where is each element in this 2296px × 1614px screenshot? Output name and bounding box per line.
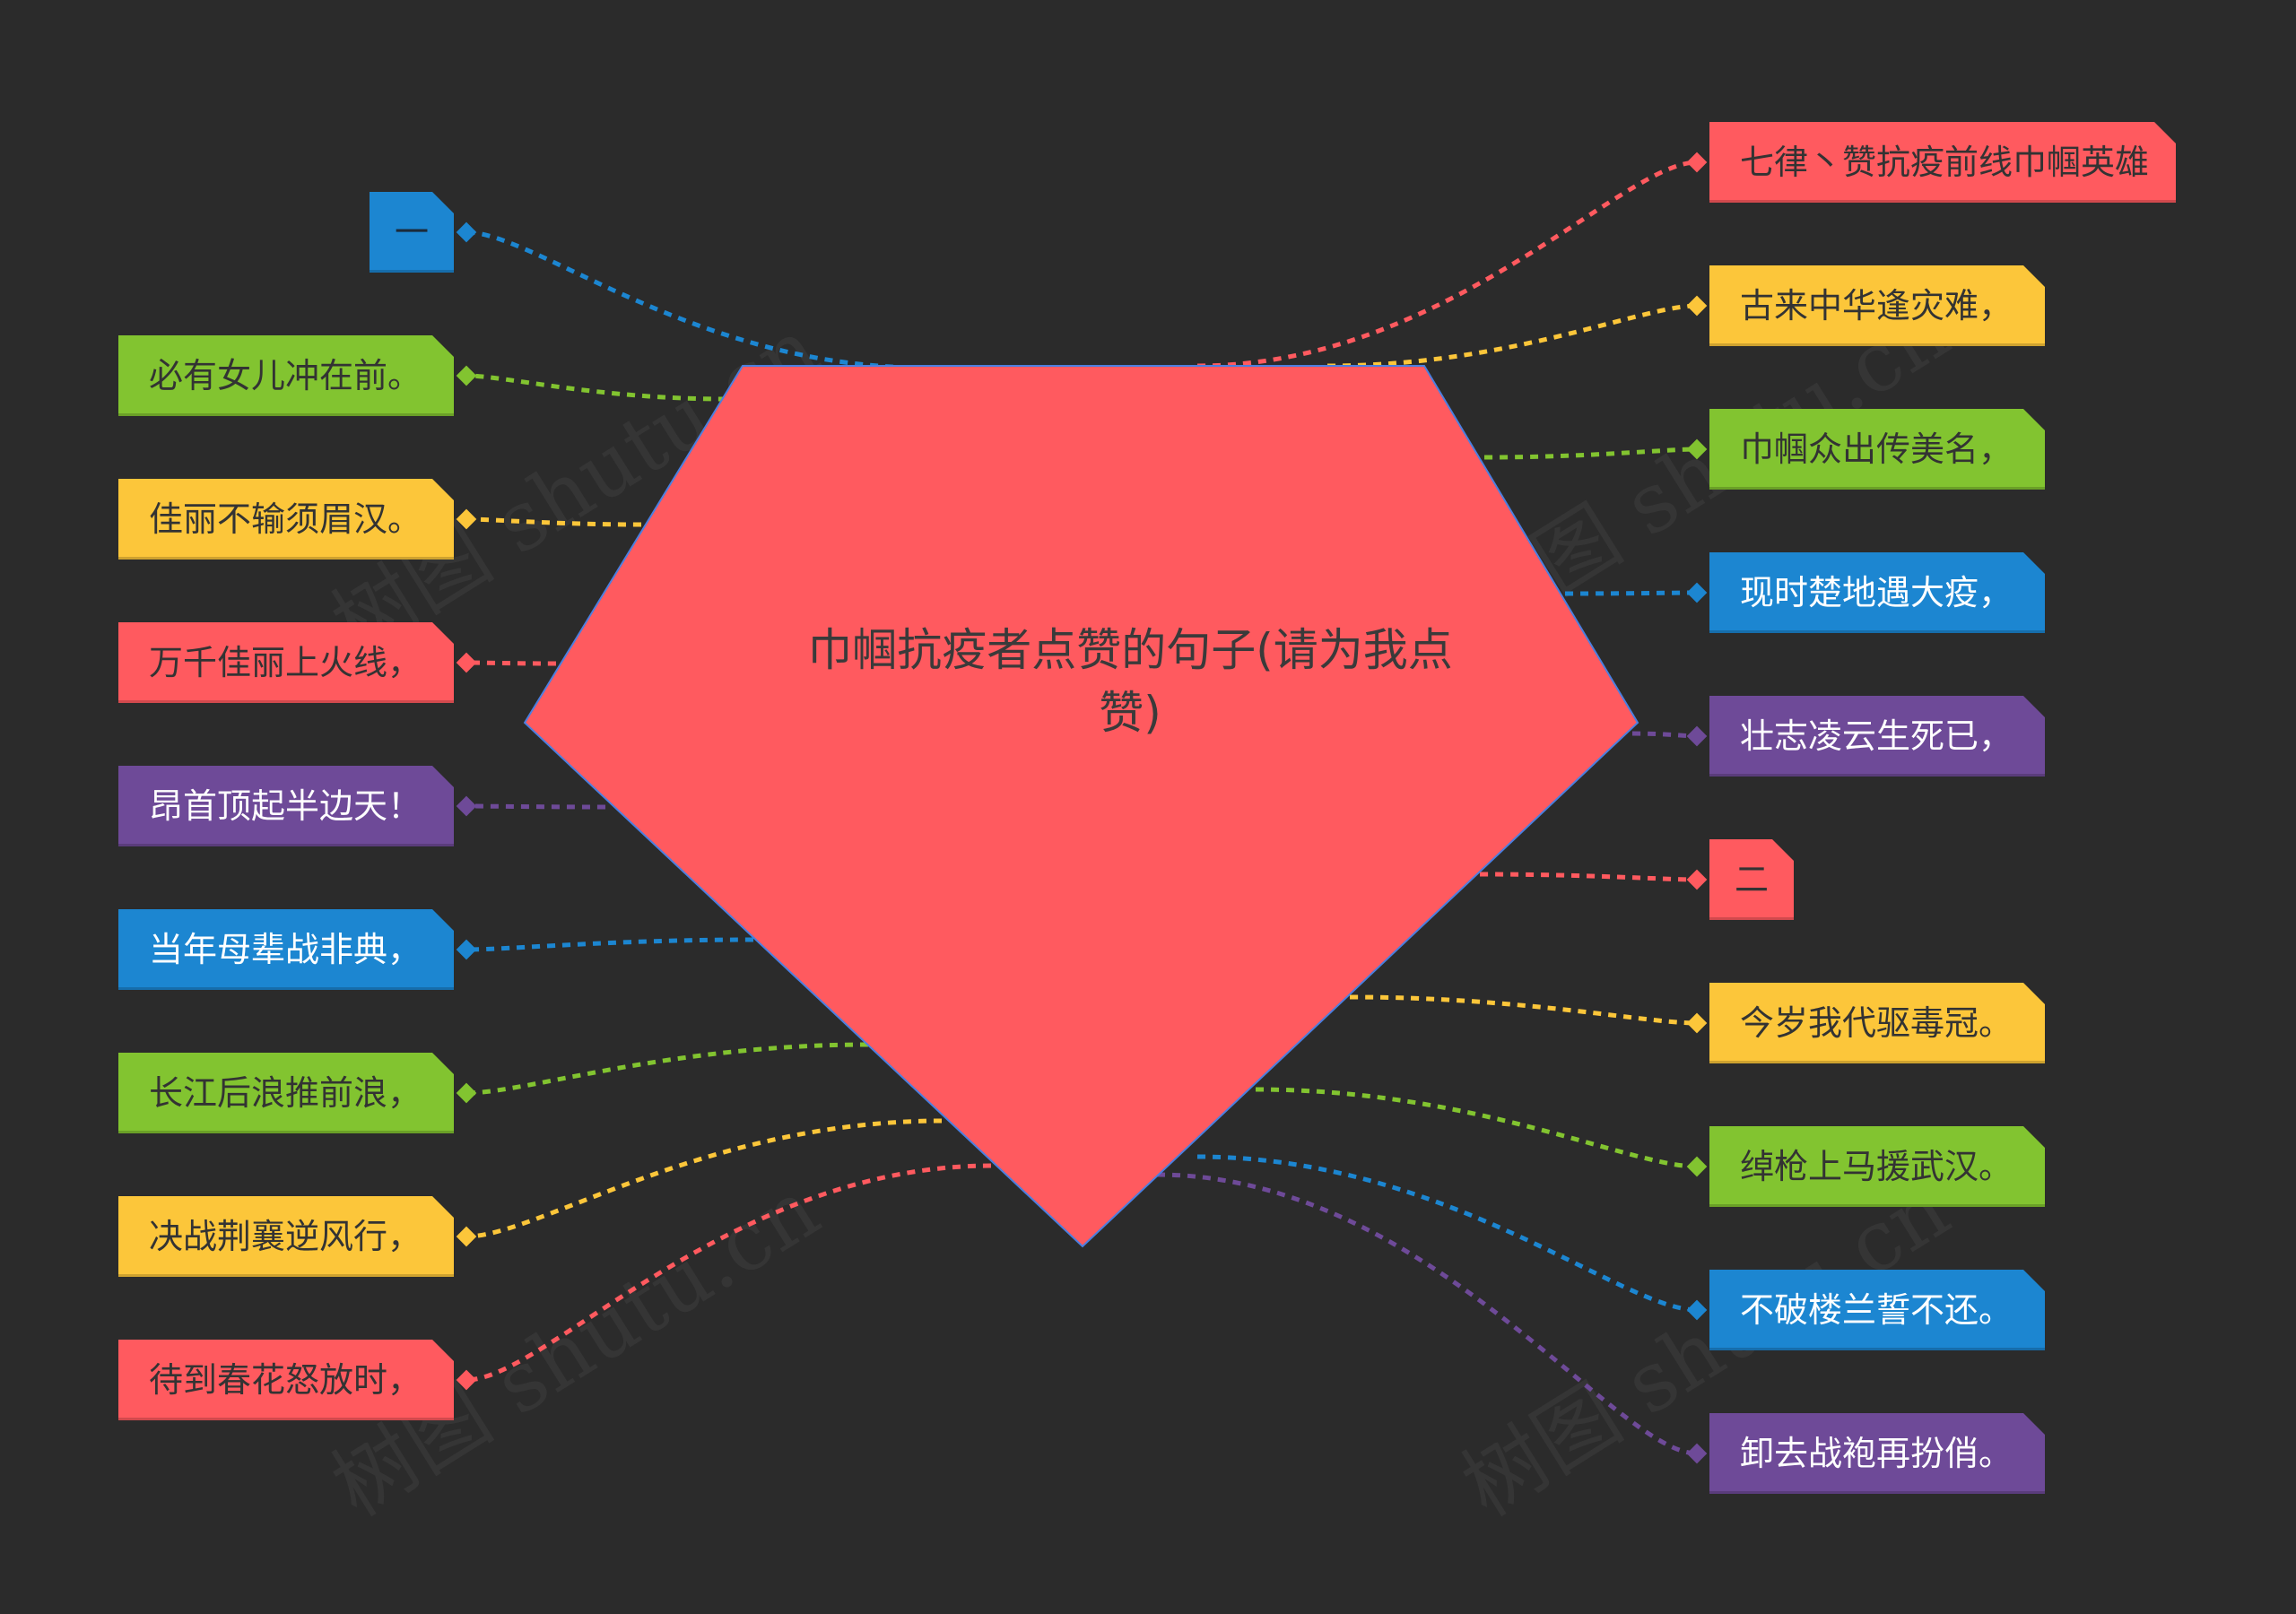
connector-line [1196,1154,1698,1313]
left-branch-node[interactable]: 佳丽不输须眉汉。 [118,479,454,560]
left-branch-node[interactable]: 昂首顶起半边天！ [118,766,454,846]
right-branch-node[interactable]: 今岁我代驱毒冠。 [1709,983,2045,1063]
connector-line [1156,1172,1698,1456]
right-branch-node[interactable]: 不破楼兰誓不还。 [1709,1270,2045,1350]
connector-line [1479,872,1698,882]
connector-line [465,803,606,810]
right-branch-node[interactable]: 卸去战袍再扮俏。 [1709,1413,2045,1494]
left-branch-node[interactable]: 万千佳丽上火线， [118,622,454,703]
connector-line [1564,590,1698,596]
right-branch-node[interactable]: 巾帼众出传美名， [1709,409,2045,490]
connector-line [1255,1087,1698,1169]
connector-line [465,516,642,527]
connector-line [1483,447,1698,460]
right-branch-node[interactable]: 绰枪上马援武汉。 [1709,1126,2045,1207]
connector-line [465,373,727,402]
central-pentagon[interactable] [523,365,1639,1248]
connector-line [465,1118,943,1239]
right-branch-node[interactable]: 七律丶赞抗疫前线巾帼英雄 [1709,122,2176,203]
right-branch-node[interactable]: 壮志凌云生死已， [1709,696,2045,777]
left-branch-node[interactable]: 长江后浪推前浪， [118,1053,454,1133]
connector-line [465,937,754,952]
right-branch-node[interactable]: 二 [1709,839,1794,920]
left-branch-node[interactable]: 决战荆襄逆风行， [118,1196,454,1277]
connector-line [465,1163,992,1383]
left-branch-node[interactable]: 当年母辈战非典， [118,909,454,990]
connector-line [1349,994,1698,1026]
right-branch-node[interactable]: 现时楚地遇大疫， [1709,552,2045,633]
connector-line [1196,160,1698,369]
left-branch-node[interactable]: 待到春花怒放时， [118,1340,454,1420]
connector-line [1326,303,1698,369]
connector-line [465,1042,869,1096]
left-branch-node[interactable]: 必有女儿冲在前。 [118,335,454,416]
connector-line [465,660,557,666]
connector-line [465,230,925,370]
central-topic-title[interactable]: 巾帼抗疫者点赞的句子(请为我点赞) [807,624,1453,739]
right-branch-node[interactable]: 古来中华逢灾难， [1709,265,2045,346]
left-branch-node[interactable]: 一 [370,192,454,273]
